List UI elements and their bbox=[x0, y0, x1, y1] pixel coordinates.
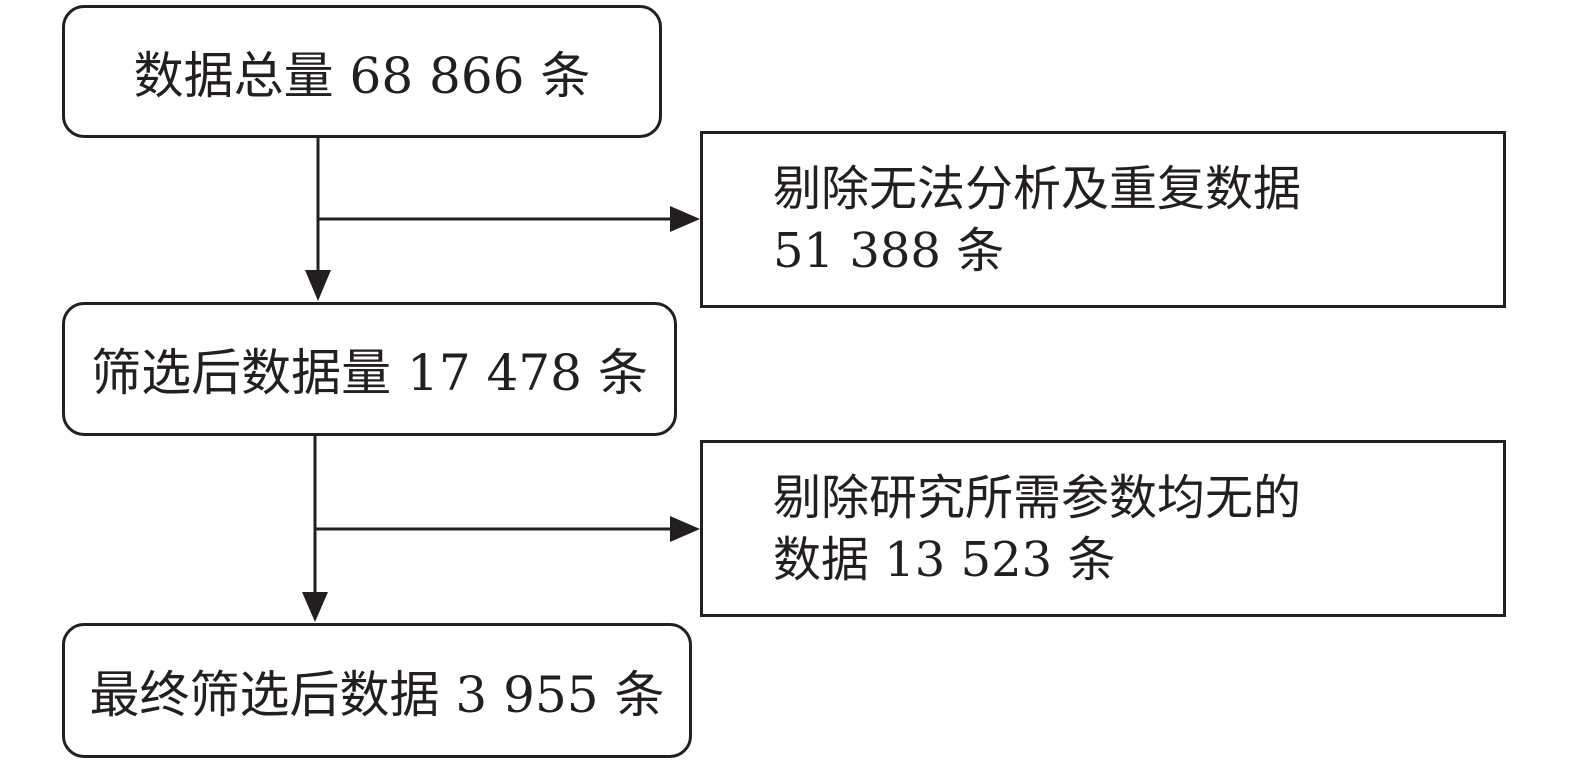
exclusion-box-1: 剔除无法分析及重复数据 51 388 条 bbox=[700, 131, 1506, 308]
flow-step-final: 最终筛选后数据 3 955 条 bbox=[62, 623, 692, 758]
arrowhead-step2 bbox=[305, 270, 331, 301]
flow-step-total: 数据总量 68 866 条 bbox=[62, 5, 662, 138]
flow-step-total-label: 数据总量 68 866 条 bbox=[133, 46, 591, 105]
exclusion-box-2-line2: 数据 13 523 条 bbox=[773, 531, 1116, 588]
flow-step-filtered-label: 筛选后数据量 17 478 条 bbox=[91, 344, 648, 402]
exclusion-box-1-line1: 剔除无法分析及重复数据 bbox=[773, 160, 1302, 217]
flow-step-final-label: 最终筛选后数据 3 955 条 bbox=[89, 665, 665, 724]
arrowhead-exclusion2 bbox=[670, 516, 700, 542]
exclusion-box-2-line1: 剔除研究所需参数均无的 bbox=[773, 469, 1302, 526]
exclusion-box-2: 剔除研究所需参数均无的 数据 13 523 条 bbox=[700, 440, 1506, 617]
exclusion-box-1-line2: 51 388 条 bbox=[773, 222, 1005, 279]
arrowhead-step3 bbox=[302, 592, 328, 622]
flow-step-filtered: 筛选后数据量 17 478 条 bbox=[62, 302, 677, 436]
arrowhead-exclusion1 bbox=[670, 206, 700, 232]
